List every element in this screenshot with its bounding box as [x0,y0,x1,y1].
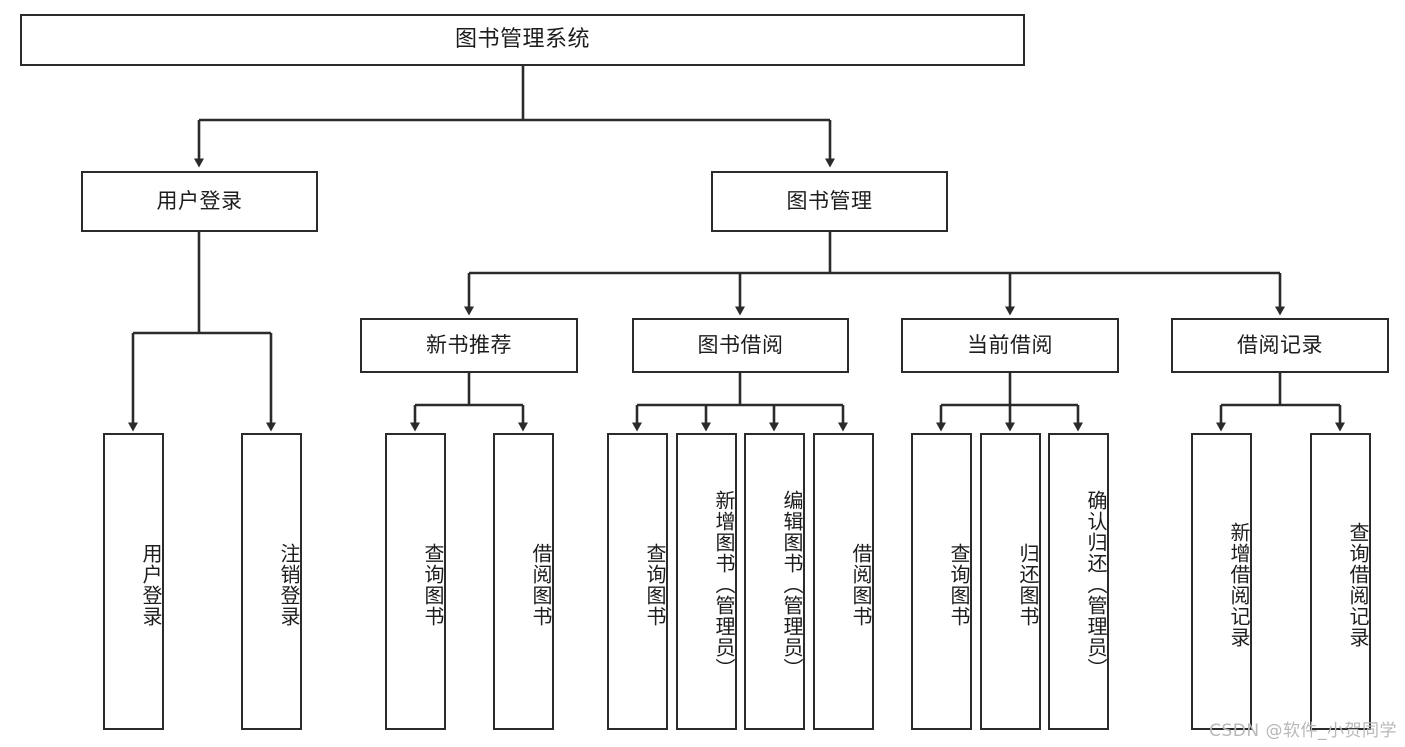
leaf-label: 确认归还（管理员） [1084,490,1108,679]
leaf-label: 归还图书 [1016,542,1040,627]
leaf-add-borrow-record[interactable]: 新增借阅记录 [1191,433,1252,730]
leaf-query-book-borrow[interactable]: 查询图书 [607,433,668,730]
leaf-label: 注销登录 [277,542,301,627]
leaf-query-borrow-record[interactable]: 查询借阅记录 [1310,433,1371,730]
leaf-label: 新增图书（管理员） [712,490,736,679]
node-root-system[interactable]: 图书管理系统 [20,14,1025,66]
leaf-edit-book-admin[interactable]: 编辑图书（管理员） [744,433,805,730]
leaf-borrow-book-newbook[interactable]: 借阅图书 [493,433,554,730]
leaf-borrow-book-borrow[interactable]: 借阅图书 [813,433,874,730]
node-book-borrow[interactable]: 图书借阅 [632,318,849,373]
leaf-label: 查询图书 [643,542,667,627]
leaf-query-book-newbook[interactable]: 查询图书 [385,433,446,730]
leaf-label: 新增借阅记录 [1227,521,1251,648]
leaf-label: 查询图书 [421,542,445,627]
leaf-query-book-current[interactable]: 查询图书 [911,433,972,730]
node-book-management[interactable]: 图书管理 [711,171,948,232]
leaf-label: 用户登录 [139,542,163,627]
leaf-label: 查询图书 [947,542,971,627]
node-new-book-recommend[interactable]: 新书推荐 [360,318,578,373]
leaf-label: 借阅图书 [529,542,553,627]
leaf-label: 查询借阅记录 [1346,521,1370,648]
watermark-text: CSDN @软件_小贺同学 [1209,721,1397,741]
node-borrow-records[interactable]: 借阅记录 [1171,318,1389,373]
leaf-return-book[interactable]: 归还图书 [980,433,1041,730]
node-user-login[interactable]: 用户登录 [81,171,318,232]
leaf-label: 编辑图书（管理员） [780,490,804,679]
leaf-user-login[interactable]: 用户登录 [103,433,164,730]
leaf-label: 借阅图书 [849,542,873,627]
leaf-logout[interactable]: 注销登录 [241,433,302,730]
leaf-confirm-return-admin[interactable]: 确认归还（管理员） [1048,433,1109,730]
leaf-add-book-admin[interactable]: 新增图书（管理员） [676,433,737,730]
node-current-borrow[interactable]: 当前借阅 [901,318,1119,373]
